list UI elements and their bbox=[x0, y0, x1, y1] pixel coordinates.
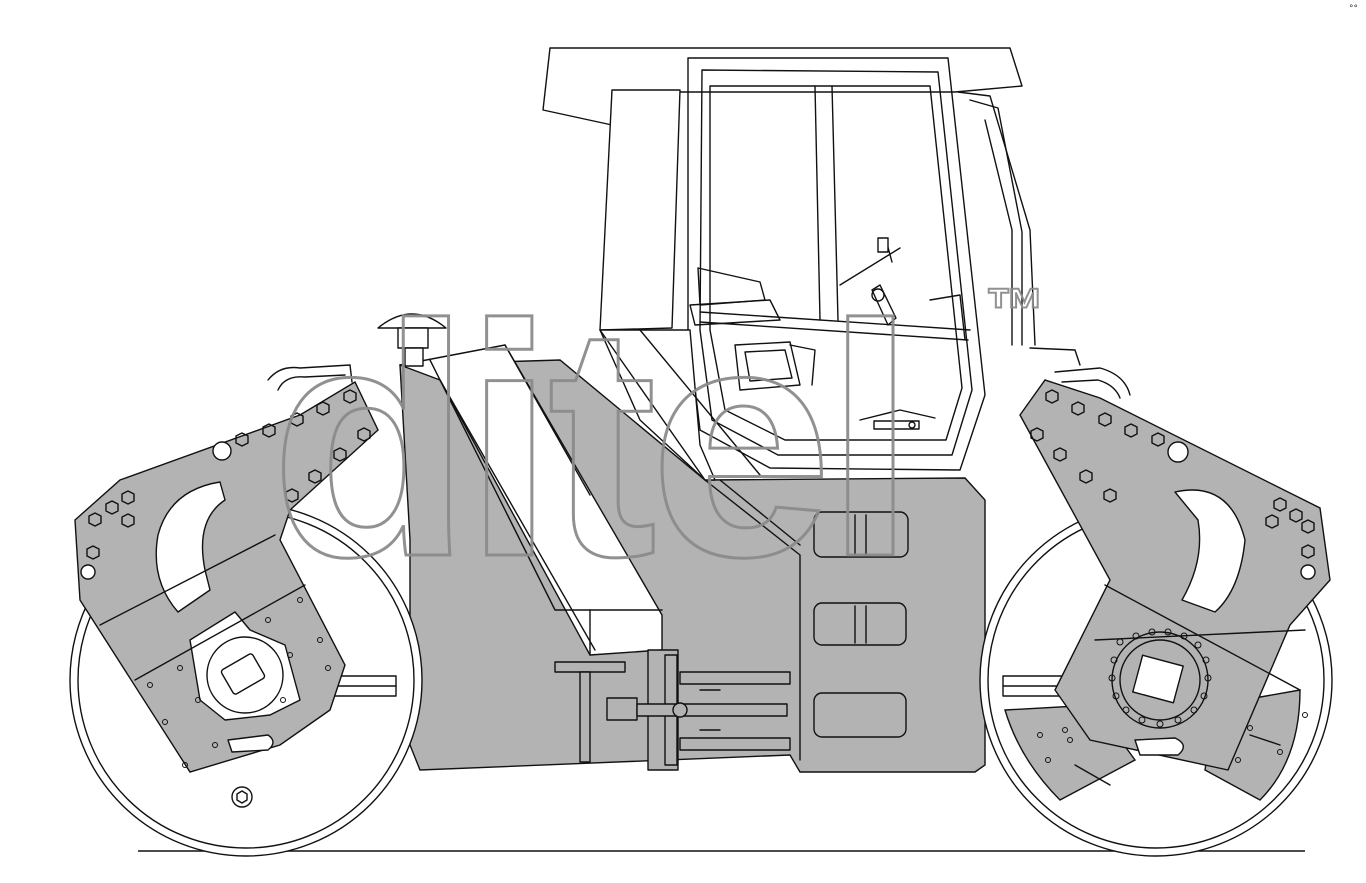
fuel-cap bbox=[377, 313, 447, 367]
chassis bbox=[267, 313, 1131, 773]
rear-drum-bracket bbox=[1019, 379, 1331, 771]
corner-mark: °° bbox=[1349, 4, 1358, 14]
handrail-left bbox=[267, 364, 353, 383]
cab-window bbox=[709, 85, 963, 441]
front-drum bbox=[69, 381, 423, 857]
cab-rear-post bbox=[599, 89, 681, 331]
handrail-right bbox=[1054, 367, 1131, 396]
frame-recess-2 bbox=[813, 602, 907, 646]
rear-bracket-bolts bbox=[1030, 389, 1315, 559]
rear-drum bbox=[979, 379, 1333, 857]
hex-bolt-icon bbox=[231, 786, 253, 808]
frame-recess-1 bbox=[813, 511, 909, 558]
frame-recess-3 bbox=[813, 692, 907, 738]
watermark-text: ditel bbox=[270, 256, 908, 625]
watermark-trademark: ™ bbox=[985, 276, 1045, 343]
operator-cab bbox=[542, 47, 1036, 471]
bracket-bolts bbox=[86, 389, 371, 560]
watermark: ditel ™ bbox=[269, 255, 1047, 627]
steering-wheel-icon bbox=[839, 237, 901, 326]
articulation-joint bbox=[554, 649, 791, 771]
